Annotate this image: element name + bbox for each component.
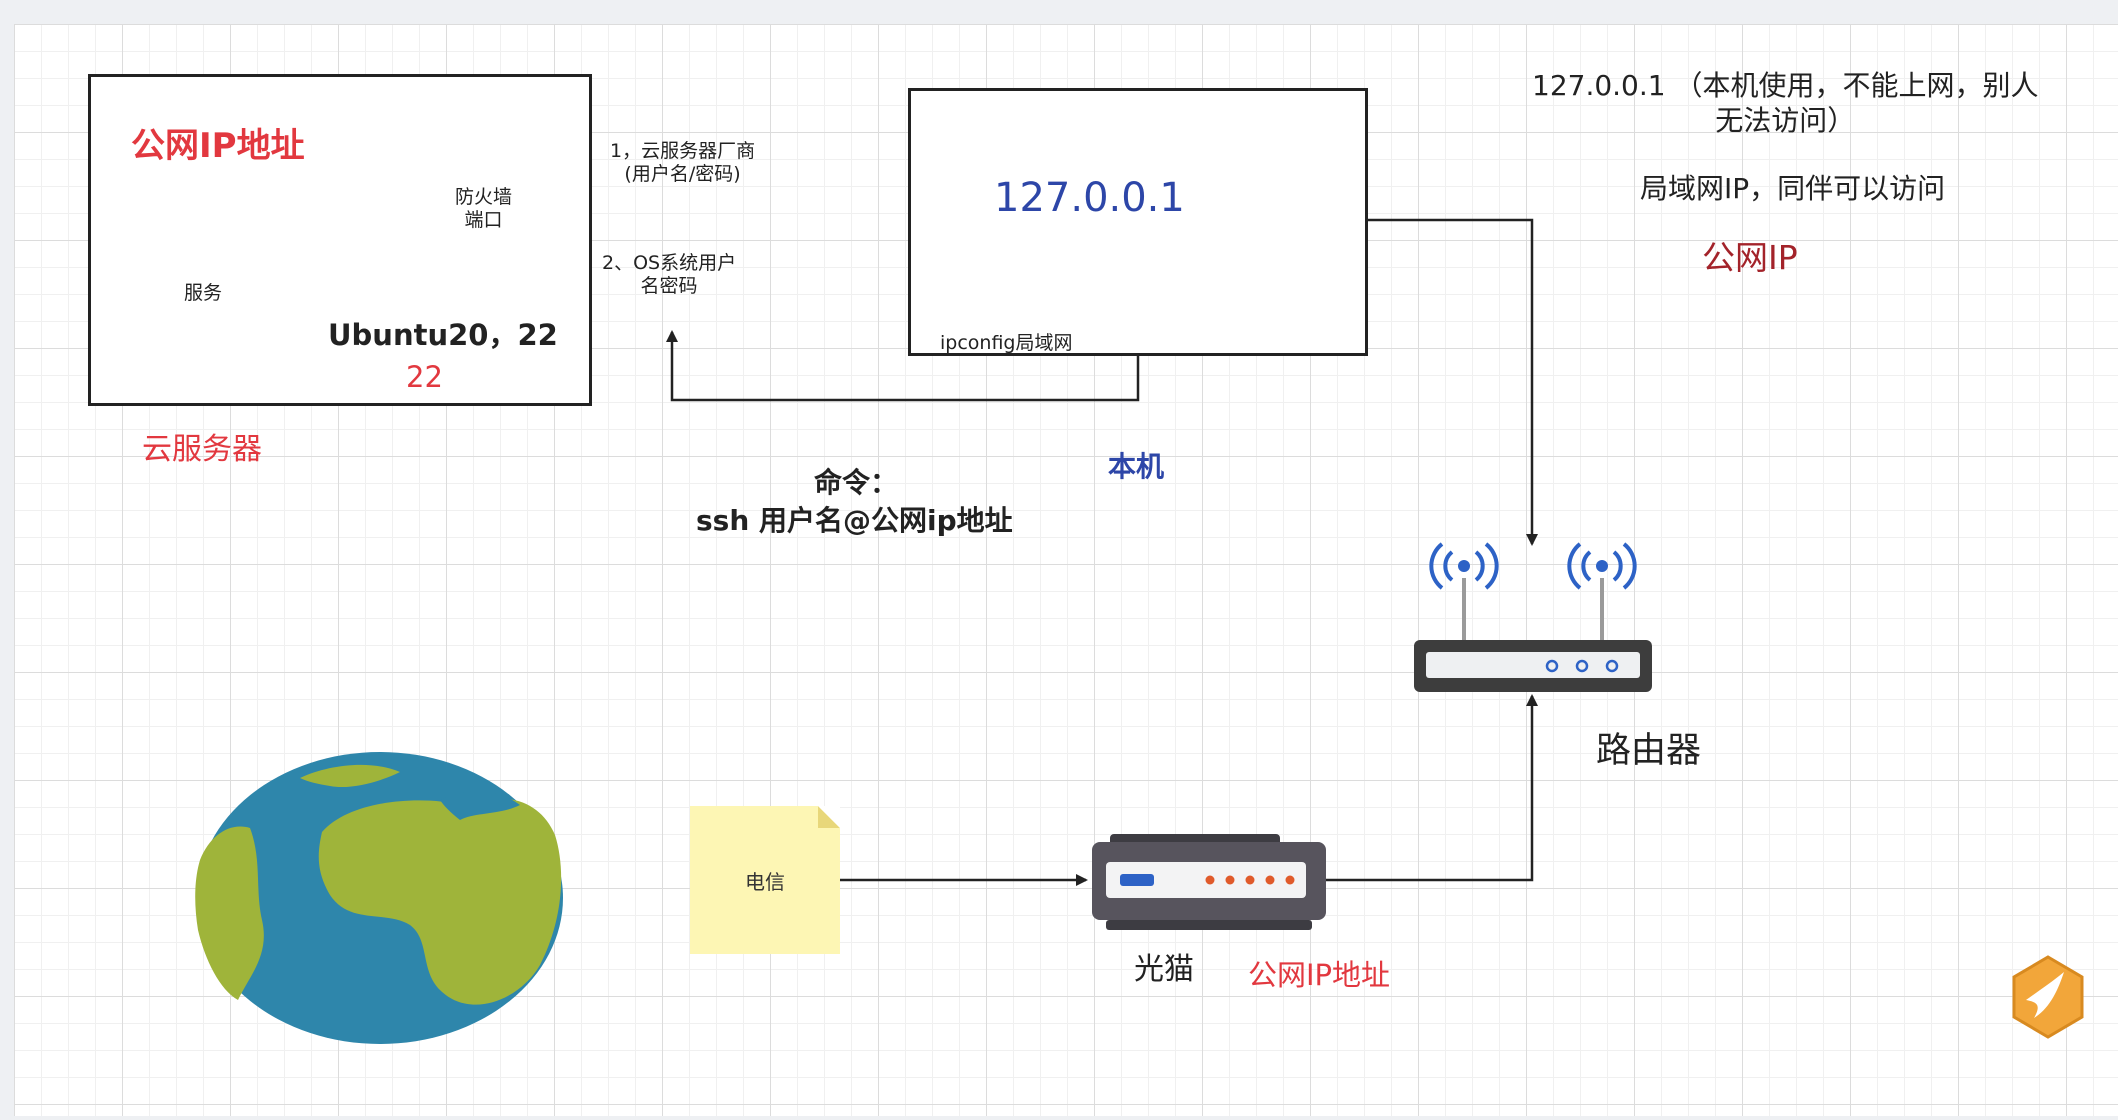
connector-modem-to-router[interactable]: [1325, 694, 1538, 882]
firewall-port-label: 防火墙 端口: [455, 186, 513, 231]
cloud-server-title: 公网IP地址: [131, 126, 305, 166]
sticky-fold: [818, 806, 840, 828]
connector-local-to-router[interactable]: [1366, 218, 1538, 546]
cloud-server-box[interactable]: [88, 74, 592, 406]
local-machine-box[interactable]: [908, 88, 1368, 356]
modem-caption: 光猫: [1134, 952, 1194, 987]
command-title: 命令：: [814, 466, 899, 499]
login-step-1: 1，云服务器厂商 (用户名/密码): [610, 140, 756, 185]
command-text: ssh 用户名@公网ip地址: [696, 504, 1013, 537]
public-ip-note: 公网IP: [1702, 238, 1798, 277]
login-step-2: 2、OS系统用户 名密码: [602, 252, 737, 297]
local-ip-label: 127.0.0.1: [994, 175, 1185, 221]
lan-note: 局域网IP，同伴可以访问: [1640, 172, 1946, 205]
lan-label: ipconfig局域网: [940, 332, 1073, 354]
modem-icon[interactable]: [1092, 834, 1326, 930]
globe-icon[interactable]: [195, 752, 563, 1044]
loopback-note: 127.0.0.1 （本机使用，不能上网，别人 无法访问）: [1532, 69, 2039, 137]
ssh-port-label: 22: [406, 360, 443, 394]
local-machine-caption: 本机: [1108, 450, 1165, 483]
isp-sticky-note[interactable]: 电信: [690, 806, 840, 954]
service-label: 服务: [184, 282, 223, 304]
app-logo-icon[interactable]: [2012, 955, 2084, 1039]
router-caption: 路由器: [1596, 731, 1702, 771]
cloud-server-caption: 云服务器: [142, 432, 262, 467]
modem-public-ip-label: 公网IP地址: [1248, 958, 1391, 992]
connector-local-to-server[interactable]: [666, 330, 1140, 402]
isp-label: 电信: [745, 869, 785, 894]
os-port-label: Ubuntu20，22: [328, 318, 558, 352]
router-icon[interactable]: [1414, 542, 1652, 692]
